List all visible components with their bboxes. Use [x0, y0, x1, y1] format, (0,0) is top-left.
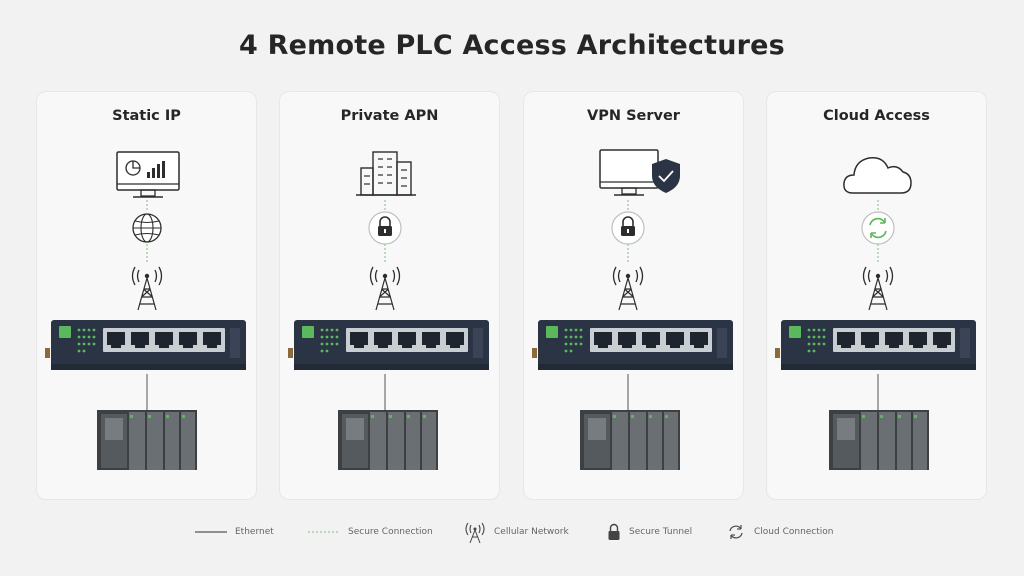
legend-item-cloud-connection: Cloud Connection: [726, 520, 834, 544]
legend-label: Cellular Network: [494, 527, 569, 537]
cellular-router: [288, 320, 489, 370]
legend-item-secure-connection: Secure Connection: [308, 520, 433, 544]
panel-static-ip: Static IP: [36, 91, 257, 500]
plc-module: [829, 410, 929, 470]
cell-tower-icon: [612, 266, 644, 311]
plc-module: [97, 410, 197, 470]
panel-cloud-access: Cloud Access: [766, 91, 987, 500]
cell-tower-icon: [369, 266, 401, 311]
panel-title: Private APN: [340, 108, 439, 124]
legend-item-secure-tunnel: Secure Tunnel: [607, 520, 692, 544]
panel-vpn-server: VPN Server: [523, 91, 744, 500]
cellular-router: [532, 320, 733, 370]
panel-title: Cloud Access: [823, 108, 930, 124]
monitor-shield-icon: [599, 149, 680, 196]
cloud-icon: [843, 156, 912, 194]
building-icon: [356, 151, 416, 196]
legend-label: Ethernet: [235, 527, 274, 537]
plc-module: [580, 410, 680, 470]
panel-private-apn: Private APN: [279, 91, 500, 500]
lock-icon: [611, 211, 645, 245]
page-title: 4 Remote PLC Access Architectures: [239, 30, 785, 61]
legend-label: Secure Tunnel: [629, 527, 693, 537]
lock-icon: [368, 211, 402, 245]
panel-title: Static IP: [112, 108, 181, 124]
cell-tower-icon: [862, 266, 894, 311]
lock-icon: [608, 523, 620, 540]
legend: Ethernet Secure Connection Cellular Netw…: [195, 520, 855, 544]
legend-item-cellular-network: Cellular Network: [464, 520, 569, 544]
sync-icon: [861, 211, 895, 245]
cellular-router: [45, 320, 246, 370]
solid-line-icon: [195, 531, 227, 533]
plc-module: [338, 410, 438, 470]
dashed-line-icon: [308, 531, 340, 533]
legend-item-ethernet: Ethernet: [195, 520, 274, 544]
cell-tower-icon: [465, 522, 485, 544]
sync-icon: [729, 525, 743, 539]
monitor-chart-icon: [116, 151, 180, 198]
globe-icon: [132, 213, 162, 243]
legend-label: Cloud Connection: [754, 527, 834, 537]
cell-tower-icon: [131, 266, 163, 311]
panel-title: VPN Server: [587, 108, 680, 124]
legend-label: Secure Connection: [348, 527, 433, 537]
cellular-router: [775, 320, 976, 370]
